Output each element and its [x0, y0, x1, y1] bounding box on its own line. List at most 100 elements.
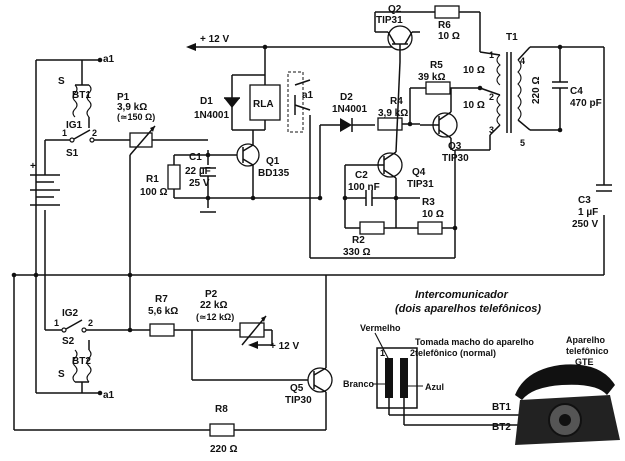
svg-text:1: 1 — [54, 318, 59, 328]
svg-text:5,6 kΩ: 5,6 kΩ — [148, 306, 178, 317]
svg-text:R7: R7 — [155, 294, 168, 305]
svg-text:R1: R1 — [146, 174, 159, 185]
svg-text:100 Ω: 100 Ω — [140, 187, 167, 198]
svg-text:C1: C1 — [189, 152, 202, 163]
c1-capacitor: C1 22 µF 25 V — [185, 150, 216, 213]
svg-text:P1: P1 — [117, 92, 130, 103]
svg-text:S: S — [58, 76, 65, 87]
svg-text:Q3: Q3 — [448, 141, 462, 152]
r8-resistor: R8 220 Ω — [209, 404, 237, 455]
svg-text:telefônico (normal): telefônico (normal) — [415, 348, 496, 358]
svg-text:T1: T1 — [506, 32, 518, 43]
svg-text:P2: P2 — [205, 289, 218, 300]
svg-text:2: 2 — [88, 318, 93, 328]
svg-text:470 pF: 470 pF — [570, 98, 602, 109]
svg-text:4: 4 — [520, 56, 525, 66]
svg-text:250 V: 250 V — [572, 219, 598, 230]
phone-plug-connector: 1 2 Vermelho Tomada macho do aparelho te… — [343, 323, 534, 433]
svg-text:a1: a1 — [103, 54, 115, 65]
svg-text:Azul: Azul — [425, 382, 444, 392]
r7-resistor: R7 5,6 kΩ — [148, 294, 192, 337]
s2-switch: IG2 S2 1 2 — [54, 308, 150, 347]
svg-text:10 Ω: 10 Ω — [463, 65, 485, 76]
svg-text:R6: R6 — [438, 20, 451, 31]
svg-text:BT2: BT2 — [492, 422, 511, 433]
svg-text:1: 1 — [62, 128, 67, 138]
svg-text:D2: D2 — [340, 92, 353, 103]
svg-text:R2: R2 — [352, 235, 365, 246]
svg-text:330 Ω: 330 Ω — [343, 247, 370, 258]
svg-text:Intercomunicador: Intercomunicador — [415, 289, 509, 301]
svg-text:22 kΩ: 22 kΩ — [200, 300, 227, 311]
svg-text:5: 5 — [520, 138, 525, 148]
svg-text:R3: R3 — [422, 197, 435, 208]
svg-text:IG1: IG1 — [66, 120, 83, 131]
r4-resistor: R4 3,9 kΩ — [377, 96, 420, 131]
svg-text:IG2: IG2 — [62, 308, 79, 319]
svg-text:10 Ω: 10 Ω — [438, 31, 460, 42]
svg-text:(≃12 kΩ): (≃12 kΩ) — [196, 312, 234, 322]
svg-text:Branco: Branco — [343, 379, 375, 389]
svg-text:RLA: RLA — [253, 99, 274, 110]
d1-diode: D1 1N4001 — [194, 75, 240, 130]
c3-capacitor: C3 1 µF 250 V — [572, 184, 612, 230]
svg-text:220 Ω: 220 Ω — [531, 77, 542, 104]
svg-text:25 V: 25 V — [189, 178, 210, 189]
svg-text:R4: R4 — [390, 96, 403, 107]
svg-text:telefônico: telefônico — [566, 346, 609, 356]
svg-text:10 Ω: 10 Ω — [463, 100, 485, 111]
svg-text:R5: R5 — [430, 60, 443, 71]
svg-text:BD135: BD135 — [258, 168, 290, 179]
svg-text:3: 3 — [489, 125, 494, 135]
svg-text:a1: a1 — [103, 390, 115, 401]
plus12v-rail: + 12 V — [186, 34, 396, 51]
svg-text:S2: S2 — [62, 336, 75, 347]
p2-potentiometer: P2 22 kΩ (≃12 kΩ) + 12 V — [192, 289, 300, 352]
outer-wires — [13, 46, 605, 431]
svg-text:Aparelho: Aparelho — [566, 335, 606, 345]
svg-text:2: 2 — [92, 128, 97, 138]
svg-text:1N4001: 1N4001 — [194, 110, 229, 121]
svg-text:100 nF: 100 nF — [348, 182, 380, 193]
q1-transistor: Q1 BD135 — [236, 135, 290, 200]
svg-text:220 Ω: 220 Ω — [210, 444, 237, 455]
svg-text:Tomada macho do aparelho: Tomada macho do aparelho — [415, 337, 534, 347]
svg-text:1: 1 — [380, 348, 385, 358]
svg-text:+ 12 V: + 12 V — [200, 34, 230, 45]
svg-text:(dois aparelhos telefônicos): (dois aparelhos telefônicos) — [395, 303, 541, 315]
r5-resistor: R5 39 kΩ — [409, 60, 480, 124]
bt1-transformer: BT1 S a1 — [58, 54, 115, 128]
svg-text:GTE: GTE — [575, 357, 594, 367]
svg-text:TIP31: TIP31 — [376, 15, 403, 26]
diagram-title: Intercomunicador (dois aparelhos telefôn… — [395, 289, 541, 315]
r2-resistor: R2 330 Ω — [343, 221, 396, 258]
svg-text:10 Ω: 10 Ω — [422, 209, 444, 220]
svg-text:22 µF: 22 µF — [185, 166, 211, 177]
svg-text:2: 2 — [410, 348, 415, 358]
svg-text:TIP30: TIP30 — [285, 395, 312, 406]
d2-diode: D2 1N4001 — [320, 92, 375, 132]
svg-text:(≃150 Ω): (≃150 Ω) — [117, 112, 155, 122]
svg-text:D1: D1 — [200, 96, 213, 107]
r3-resistor: R3 10 Ω — [395, 150, 456, 258]
bt2-transformer: BT2 S a1 — [58, 340, 115, 401]
phone-label: Aparelho telefônico GTE — [566, 335, 609, 367]
svg-text:R8: R8 — [215, 404, 228, 415]
c4-capacitor: C4 470 pF — [530, 47, 602, 131]
svg-text:+: + — [30, 161, 36, 172]
svg-text:3,9 kΩ: 3,9 kΩ — [378, 108, 408, 119]
svg-text:+ 12 V: + 12 V — [270, 341, 300, 352]
svg-text:Q2: Q2 — [388, 4, 402, 15]
s1-switch: IG1 S1 1 2 — [45, 120, 130, 159]
p1-potentiometer: P1 3,9 kΩ (≃150 Ω) — [117, 92, 208, 270]
svg-text:1 µF: 1 µF — [578, 207, 598, 218]
svg-text:39 kΩ: 39 kΩ — [418, 72, 445, 83]
svg-text:C3: C3 — [578, 195, 591, 206]
svg-text:Q1: Q1 — [266, 156, 280, 167]
svg-text:Q5: Q5 — [290, 383, 304, 394]
svg-text:TIP31: TIP31 — [407, 179, 434, 190]
svg-text:C4: C4 — [570, 86, 583, 97]
svg-text:2: 2 — [489, 92, 494, 102]
svg-text:a1: a1 — [302, 90, 314, 101]
